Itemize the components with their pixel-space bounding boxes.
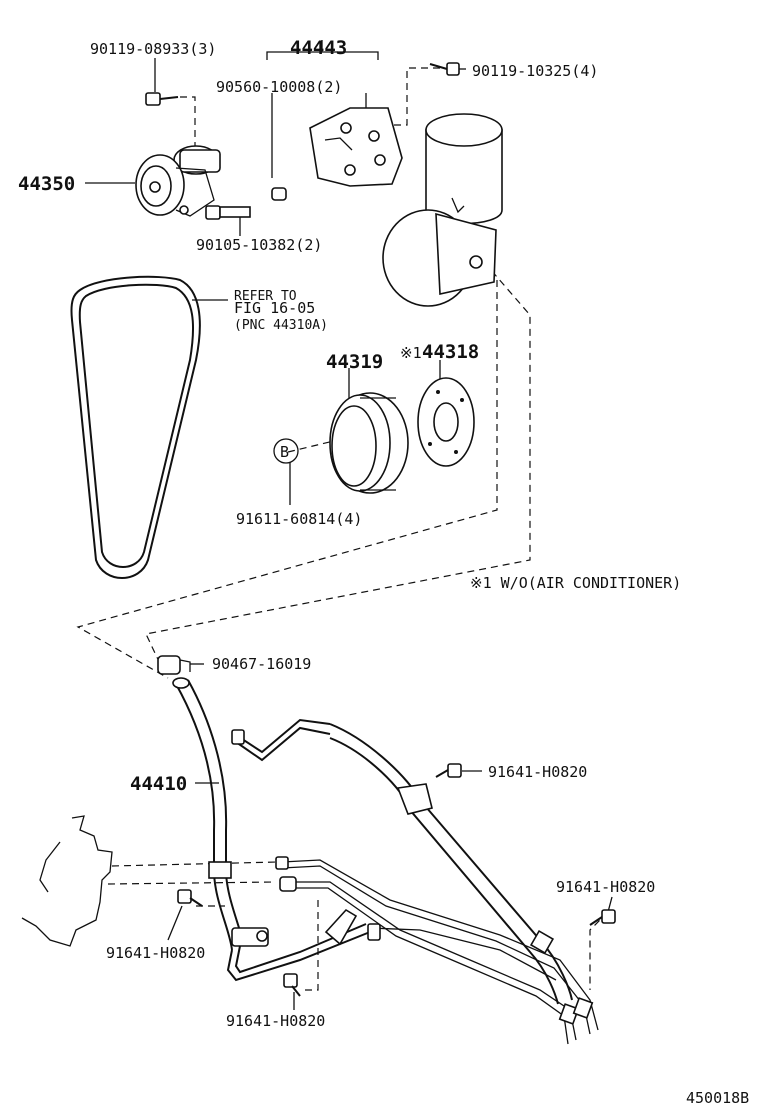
spacer-icon — [271, 187, 287, 201]
label-plate-44318: 44318 — [422, 341, 479, 363]
power-steering-pump-icon — [382, 113, 503, 307]
bolt-90119-10325-icon — [429, 62, 460, 76]
label-bolt-91641-d: 91641-H0820 — [556, 878, 655, 896]
clip-icon — [157, 655, 191, 675]
label-bracket-44443: 44443 — [290, 37, 347, 59]
figure-id: 450018B — [686, 1089, 749, 1107]
bolt-91641-c-icon — [283, 973, 301, 997]
steering-gear-icon — [21, 815, 113, 947]
label-bolt-91641-a: 91641-H0820 — [488, 763, 587, 781]
label-bolt-90119-08933: 90119-08933(3) — [90, 40, 216, 58]
bolt-90119-08933-icon — [145, 92, 179, 106]
label-idler-pulley-44350: 44350 — [18, 173, 75, 195]
label-bolt-90105-10382: 90105-10382(2) — [196, 236, 322, 254]
bolt-91641-d-icon — [589, 909, 616, 926]
label-belt-refer-line1: REFER TO — [234, 289, 297, 304]
hose-assembly-icon — [172, 677, 599, 1045]
label-plate-mark: ※1 — [400, 344, 422, 362]
bolt-91641-a-icon — [435, 763, 462, 778]
label-hose-44410: 44410 — [130, 773, 187, 795]
label-bolt-91641-b: 91641-H0820 — [106, 944, 205, 962]
label-bolt-91611-60814: 91611-60814(4) — [236, 510, 362, 528]
label-spacer-90560: 90560-10008(2) — [216, 78, 342, 96]
label-clip-90467: 90467-16019 — [212, 655, 311, 673]
pulley-icon — [329, 392, 409, 494]
bolt-91641-b-icon — [177, 889, 203, 907]
label-circle-b: B — [280, 443, 289, 461]
idler-pulley-icon — [135, 145, 221, 217]
label-belt-refer-line3: (PNC 44310A) — [234, 318, 328, 333]
plate-icon — [417, 377, 475, 467]
label-pulley-44319: 44319 — [326, 351, 383, 373]
bracket-assy-icon — [309, 107, 403, 187]
leader-lines — [85, 40, 613, 1010]
label-belt-refer-line2: FIG 16-05 — [234, 299, 315, 317]
circle-b-marker — [273, 438, 299, 464]
label-bolt-91641-c: 91641-H0820 — [226, 1012, 325, 1030]
label-bolt-90119-10325: 90119-10325(4) — [472, 62, 598, 80]
v-belt-icon — [70, 275, 201, 579]
label-note-wo-ac: ※1 W/O(AIR CONDITIONER) — [470, 574, 681, 592]
bolt-90105-10382-icon — [205, 205, 251, 220]
